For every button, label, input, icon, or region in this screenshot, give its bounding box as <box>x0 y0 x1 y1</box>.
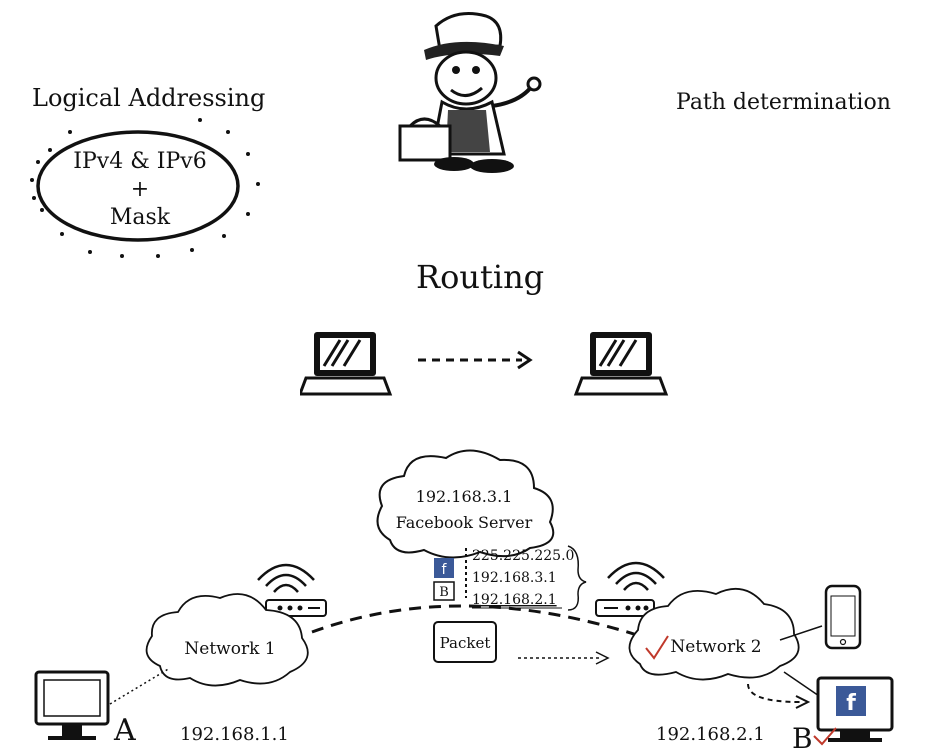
small-arrow-icon <box>595 651 610 665</box>
laptop-right-icon <box>573 332 669 396</box>
packet-line-dst: 192.168.2.1 <box>472 592 557 608</box>
ipv-label: IPv4 & IPv6 <box>73 149 207 174</box>
server-cloud <box>376 449 555 559</box>
host-b-check-icon <box>813 727 837 746</box>
host-a-ip: 192.168.1.1 <box>180 724 289 745</box>
logical-addressing-title: Logical Addressing <box>32 84 266 112</box>
check-icon <box>645 635 669 660</box>
router-1-icon <box>257 563 327 617</box>
packet-box <box>433 621 497 663</box>
ellipse-dots <box>30 118 260 258</box>
dashed-arrow-icon <box>418 350 533 370</box>
arrow-to-b-icon <box>795 695 811 709</box>
phone-icon <box>824 584 862 650</box>
route-arc <box>311 604 641 638</box>
network-2-cloud <box>628 587 800 681</box>
facebook-icon-letter: f <box>442 562 448 578</box>
host-b-ip: 192.168.2.1 <box>656 724 765 745</box>
laptop-left-icon <box>300 332 393 396</box>
packet-label: Packet <box>440 634 491 652</box>
server-ip: 192.168.3.1 <box>416 487 513 506</box>
host-a-label: A <box>113 713 136 748</box>
monitor-a-icon <box>34 670 110 740</box>
packet-line-src: 192.168.3.1 <box>472 570 557 586</box>
server-label: Facebook Server <box>396 513 533 532</box>
b-square-icon <box>433 581 455 601</box>
network-diagram: 192.168.3.1 Facebook Server f B 225.225.… <box>34 449 894 752</box>
host-b-label: B <box>792 722 813 752</box>
monitor-b-icon <box>816 676 894 742</box>
network-1-label: Network 1 <box>184 639 275 659</box>
routing-title: Routing <box>416 258 545 296</box>
mascot-illustration <box>398 12 542 173</box>
b-square-letter: B <box>439 585 449 600</box>
packet-brace <box>567 545 587 611</box>
monitor-b-facebook-letter: f <box>846 691 856 716</box>
network-1-cloud <box>145 593 309 687</box>
routing-laptops <box>300 332 669 396</box>
mask-label: Mask <box>109 205 171 230</box>
packet-line-mask: 225.225.225.0 <box>472 548 574 564</box>
facebook-icon <box>434 558 454 578</box>
plus-label: + <box>130 177 150 202</box>
path-determination-title: Path determination <box>676 90 891 115</box>
addressing-ellipse <box>30 118 260 258</box>
ellipse-content: IPv4 & IPv6 + Mask <box>40 148 240 232</box>
network-2-label: Network 2 <box>670 637 761 657</box>
